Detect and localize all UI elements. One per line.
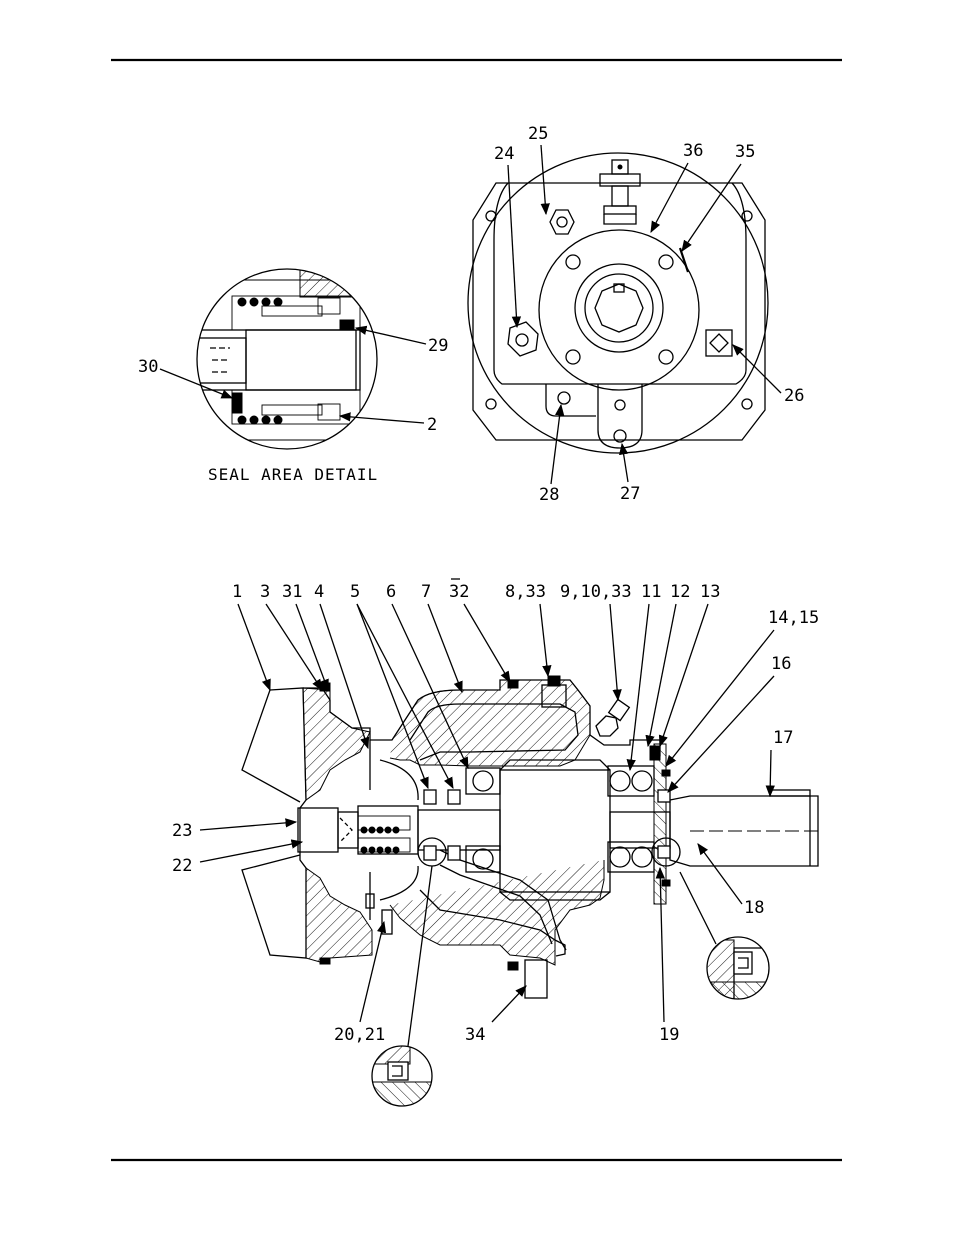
callout-30: 30	[138, 357, 158, 377]
callout-6: 6	[386, 582, 396, 602]
seal-area-detail: SEAL AREA DETAIL 30 29 2	[138, 262, 448, 484]
callout-19: 19	[659, 1025, 679, 1045]
callout-12: 12	[670, 582, 690, 602]
callout-32: 32	[449, 582, 469, 602]
callout-3: 3	[260, 582, 270, 602]
callout-11: 11	[641, 582, 661, 602]
callout-2: 2	[427, 415, 437, 435]
detail-oil-seal-outboard	[680, 872, 774, 1000]
callout-25: 25	[528, 124, 548, 144]
end-view: 25 24 36 35 26 28 27	[468, 124, 804, 505]
callout-8-33: 8,33	[505, 582, 546, 602]
callout-23: 23	[172, 821, 192, 841]
callout-36: 36	[683, 141, 703, 161]
callout-31: 31	[282, 582, 302, 602]
callout-7: 7	[421, 582, 431, 602]
callout-22: 22	[172, 856, 192, 876]
callout-1: 1	[232, 582, 242, 602]
callout-28: 28	[539, 485, 559, 505]
callout-5: 5	[350, 582, 360, 602]
callout-9-10-33: 9,10,33	[560, 582, 632, 602]
callout-16: 16	[771, 654, 791, 674]
callout-17: 17	[773, 728, 793, 748]
callout-20-21: 20,21	[334, 1025, 385, 1045]
callout-24: 24	[494, 144, 514, 164]
seal-detail-caption: SEAL AREA DETAIL	[208, 465, 378, 484]
callout-29: 29	[428, 336, 448, 356]
callout-35: 35	[735, 142, 755, 162]
callout-14-15: 14,15	[768, 608, 819, 628]
callout-26: 26	[784, 386, 804, 406]
callout-18: 18	[744, 898, 764, 918]
callout-27: 27	[620, 484, 640, 504]
callout-13: 13	[700, 582, 720, 602]
callout-34: 34	[465, 1025, 485, 1045]
callout-4: 4	[314, 582, 324, 602]
